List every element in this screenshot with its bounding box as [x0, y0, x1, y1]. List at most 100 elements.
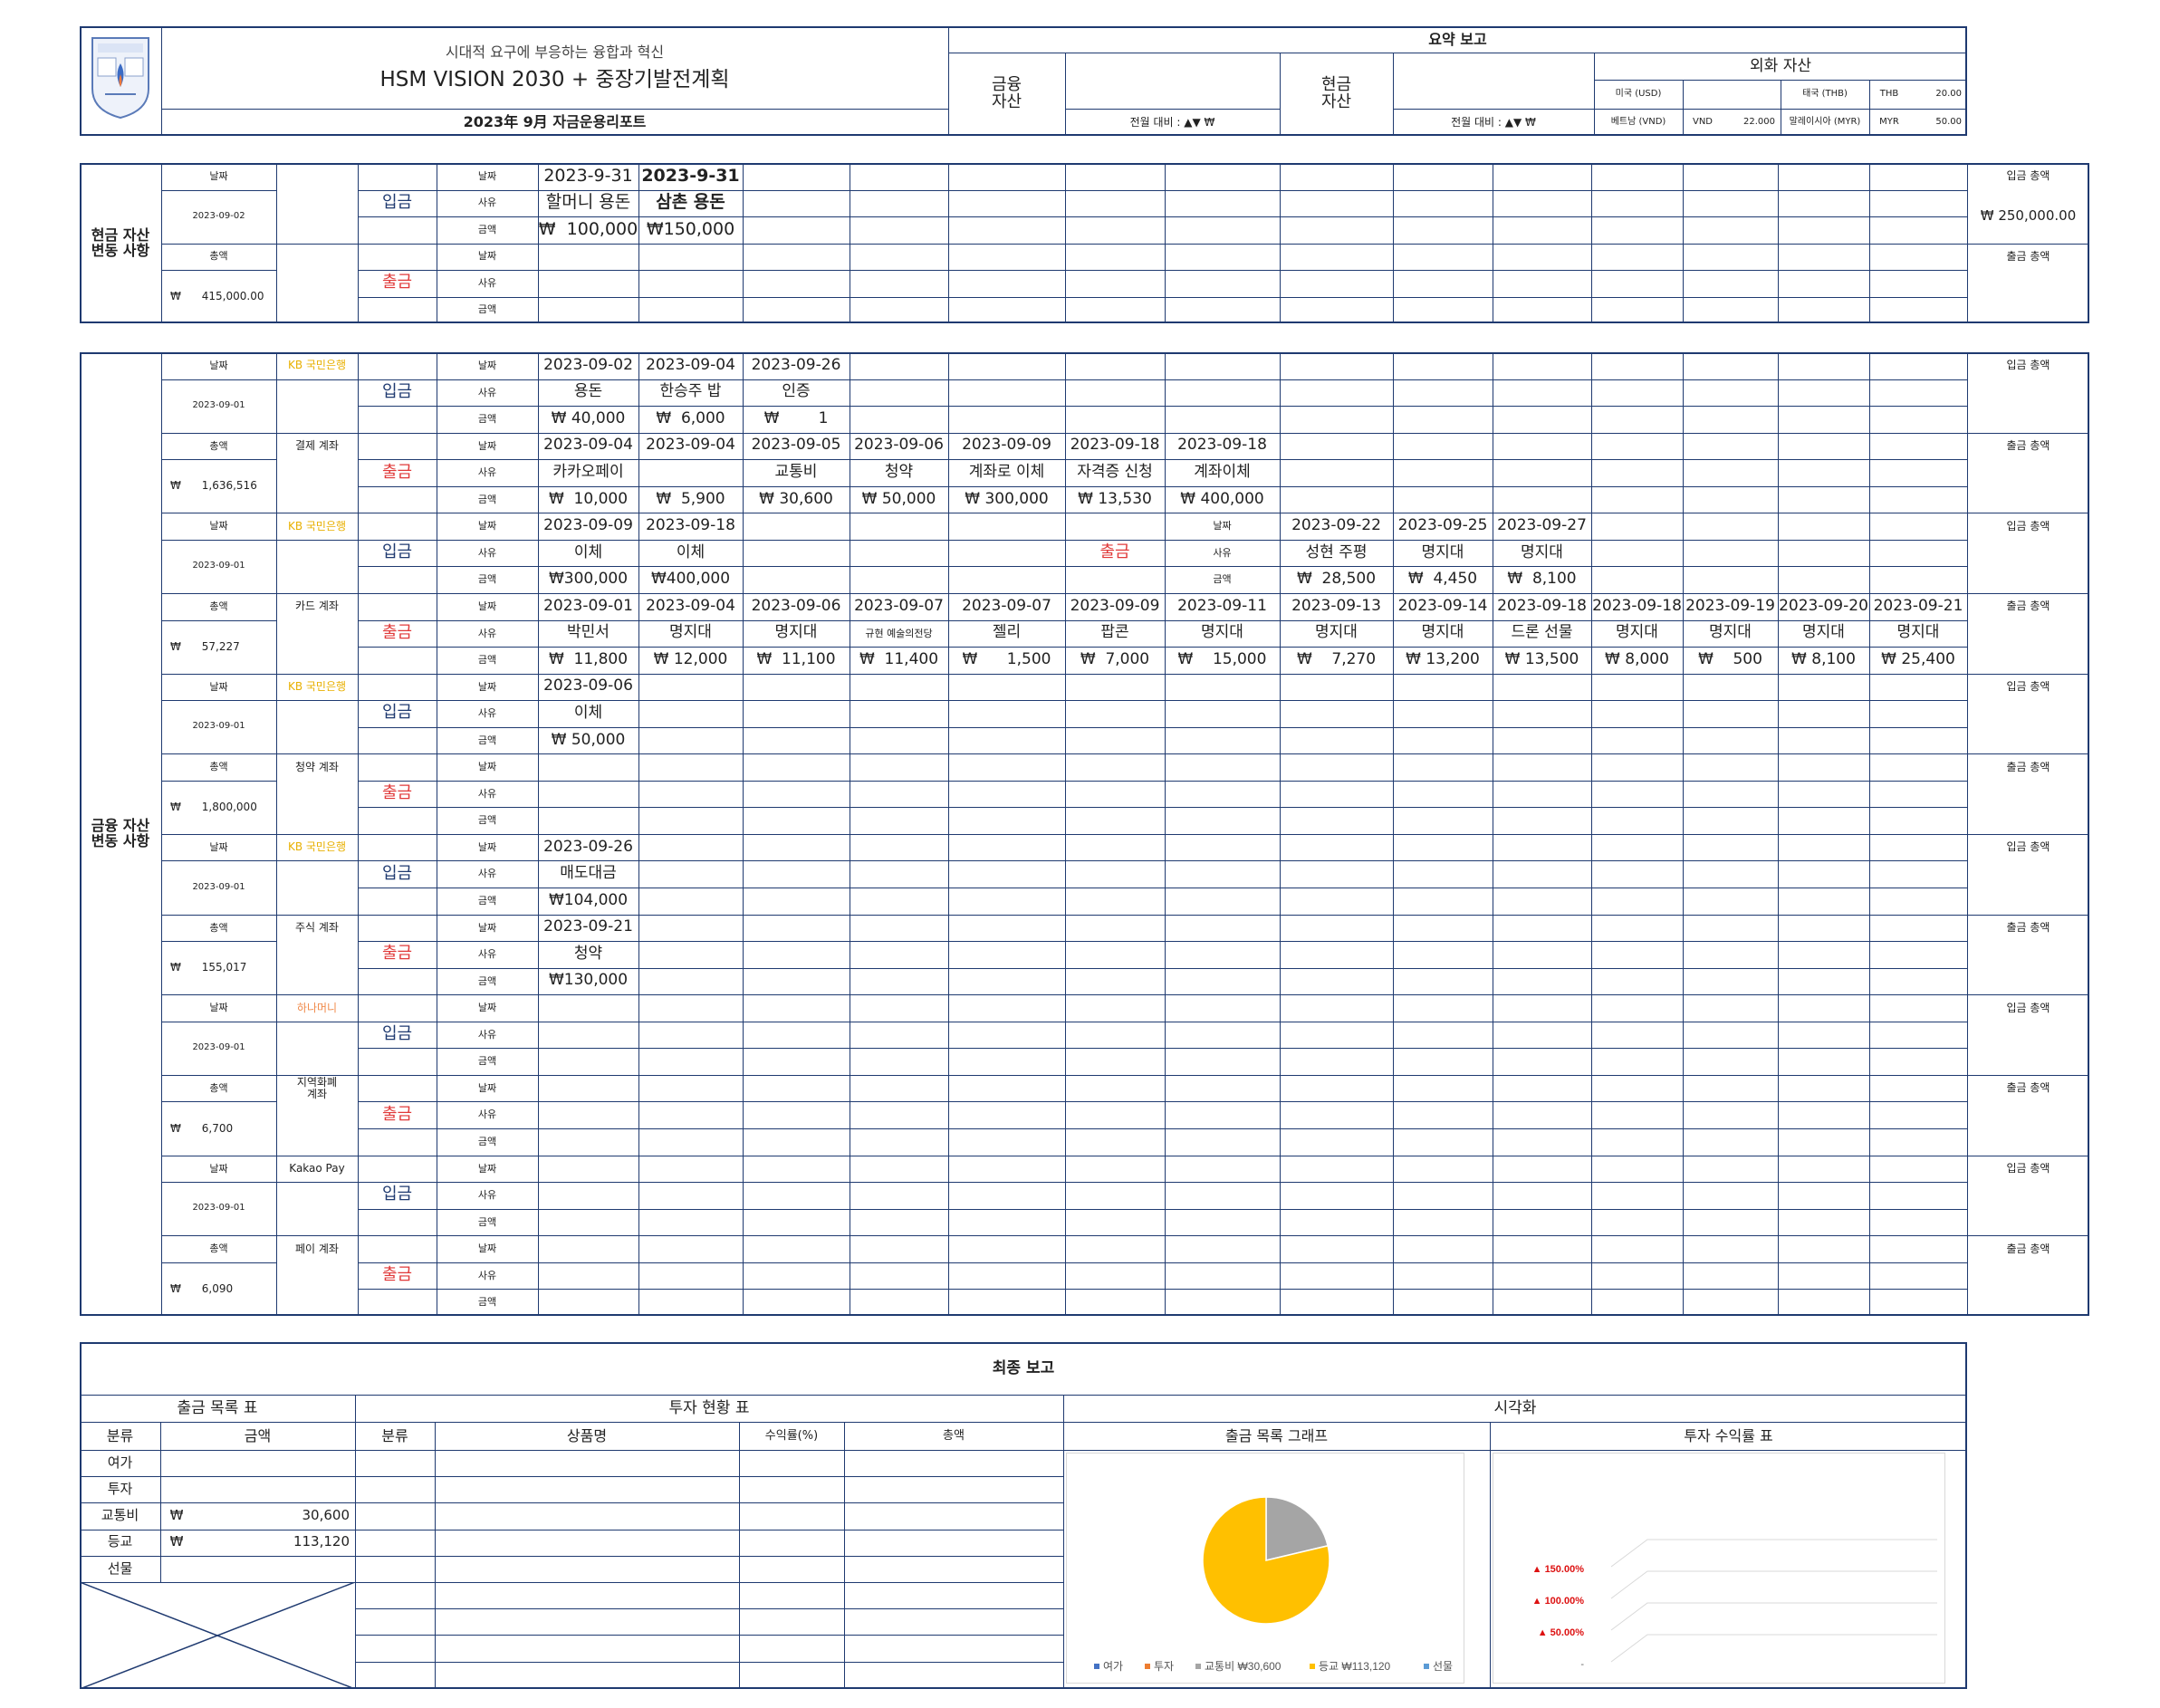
final-hline: [80, 1476, 355, 1478]
total-label: 총액: [209, 439, 228, 452]
entry-reason: 성현 주평: [1305, 542, 1368, 561]
entry-reason: 자격증 신청: [1077, 463, 1153, 482]
row-label: 사유: [477, 276, 497, 289]
entry-amount: ₩ 8,000: [1605, 649, 1669, 668]
row-label: 금액: [477, 654, 497, 667]
account-total: ₩ 415,000.00: [170, 290, 264, 303]
account-name: 페이 계좌: [295, 1242, 339, 1255]
in-label: 입금: [381, 863, 413, 883]
fx-us-label: 미국 (USD): [1615, 89, 1662, 100]
block-hline: [358, 216, 1967, 217]
row-label: 금액: [477, 814, 497, 827]
entry-date: 2023-09-06: [543, 676, 633, 696]
block-hline: [358, 270, 1967, 271]
entry-amount: ₩ 50,000: [551, 730, 626, 749]
block-hline: [161, 270, 276, 271]
in-total-label: 입금 총액: [2006, 840, 2050, 854]
entry-amount: ₩150,000: [646, 218, 735, 239]
entry-date: 2023-09-04: [543, 436, 633, 455]
entry-reason: 계좌로 이체: [968, 463, 1045, 482]
entry-reason: [638, 459, 743, 486]
entry-amount: ₩ 8,100: [1791, 649, 1856, 668]
account-date: 2023-09-02: [192, 210, 245, 221]
chart1-title: 출금 목록 그래프: [1224, 1426, 1329, 1444]
row-label: 금액: [477, 1215, 497, 1228]
entry-date: 2023-9-31: [543, 165, 633, 186]
chart2-tick-50: ▲ 50.00%: [1538, 1627, 1584, 1638]
entry-amount: ₩ 11,800: [548, 649, 629, 668]
out-label-mid: 출금: [1099, 542, 1130, 562]
block-hline: [161, 1262, 276, 1263]
bank-name: Kakao Pay: [289, 1161, 345, 1175]
entry-date: 2023-09-19: [1685, 596, 1775, 615]
report-title: 2023年 9月 자금운용리포트: [463, 112, 647, 130]
account-total: ₩ 57,227: [170, 639, 240, 653]
in-total-label: 입금 총액: [2006, 1001, 2050, 1014]
entry-amount: ₩ 15,000: [1177, 649, 1267, 668]
entry-date: 2023-09-01: [543, 596, 633, 615]
final-hline: [355, 1635, 1063, 1636]
entry-date: 2023-09-09: [1070, 596, 1160, 615]
final-hline: [355, 1687, 1063, 1689]
block-hline: [161, 860, 276, 862]
entry-reason: 명지대: [1616, 623, 1658, 642]
in-label: 입금: [381, 703, 413, 723]
in-total-label: 입금 총액: [2006, 169, 2050, 183]
entry-reason: 청약: [884, 463, 914, 482]
total-label: 총액: [209, 1081, 228, 1094]
block-hline: [161, 700, 276, 702]
block-hline: [161, 189, 276, 191]
entry-amount: ₩ 100,000: [538, 218, 638, 239]
date-label: 날짜: [209, 1002, 228, 1014]
block-hline: [161, 941, 276, 943]
in-total-label: 입금 총액: [2006, 680, 2050, 694]
account-name: 결제 계좌: [295, 439, 339, 453]
block-hline: [276, 860, 358, 862]
school-logo: [89, 34, 152, 121]
block-hline: [358, 1262, 1967, 1263]
expense-category: 등교: [107, 1533, 133, 1550]
row-label: 사유: [477, 546, 497, 559]
final-hline: [355, 1555, 1063, 1557]
account-date: 2023-09-01: [192, 721, 245, 732]
block-hline: [358, 967, 1967, 969]
fx-my-code: MYR: [1879, 116, 1899, 127]
col-return: 수익률(%): [764, 1429, 819, 1444]
row-label: 사유: [477, 627, 497, 639]
block-hline: [358, 726, 1967, 728]
entry-date: 2023-09-18: [1497, 596, 1587, 615]
entry-date: 2023-09-07: [854, 596, 944, 615]
entry-amount: ₩ 13,530: [1078, 489, 1152, 508]
row-label: 날짜: [477, 1002, 497, 1014]
entry-amount: ₩ 1: [763, 408, 829, 427]
row-label: 날짜: [477, 360, 497, 371]
row-label: 날짜: [477, 1243, 497, 1255]
block-hline: [358, 485, 1967, 487]
block-hline: [358, 1289, 1967, 1291]
entry-amount: ₩104,000: [548, 890, 629, 909]
entry-amount: ₩ 11,400: [859, 649, 939, 668]
expense-won: ₩: [169, 1533, 184, 1550]
final-hline: [80, 1555, 355, 1557]
return-chart: ▲ 150.00% ▲ 100.00% ▲ 50.00% -: [1532, 1539, 1937, 1670]
legend-label: 여가: [1103, 1660, 1123, 1673]
row-label: 날짜: [477, 761, 497, 773]
entry-reason: 명지대: [1315, 623, 1358, 642]
bank-name: KB 국민은행: [287, 680, 347, 694]
account-date: 2023-09-01: [192, 561, 245, 571]
block-hline: [276, 1182, 358, 1184]
row-label: 금액: [477, 734, 497, 746]
row-label: 날짜: [477, 520, 497, 533]
entry-reason: 명지대: [774, 623, 818, 642]
entry-amount: ₩ 40,000: [551, 408, 626, 427]
row-label: 금액: [477, 573, 497, 586]
date-label: 날짜: [209, 169, 228, 182]
entry-amount: ₩ 10,000: [548, 489, 629, 508]
visual-title: 시각화: [1493, 1398, 1537, 1417]
block-hline: [358, 1208, 1967, 1210]
final-hline: [355, 1582, 1063, 1583]
entry-reason: 한승주 밥: [659, 382, 722, 401]
row-label: 금액: [477, 303, 497, 316]
entry-date: 2023-09-14: [1397, 596, 1488, 615]
empty-cross-cell: [79, 1581, 356, 1690]
